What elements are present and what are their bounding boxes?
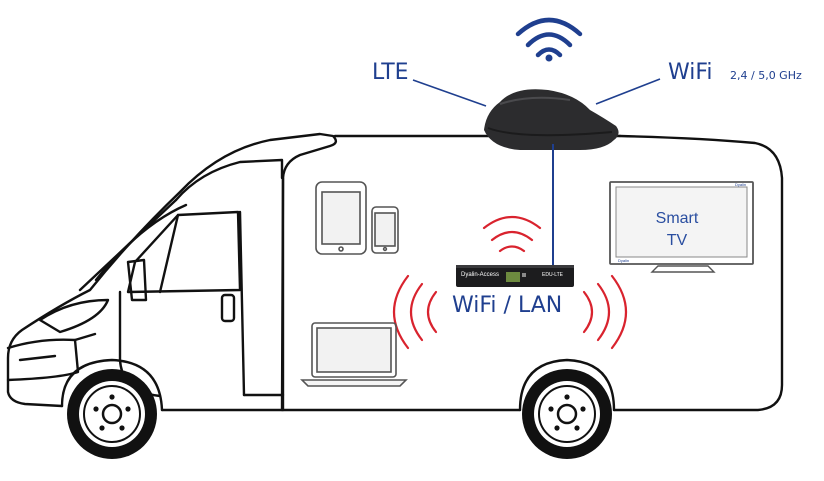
smart-tv-label-line2: TV <box>667 232 688 249</box>
tv-brand-top: Dyalin <box>735 182 746 187</box>
tv-brand-bottom: Dyalin <box>618 258 629 263</box>
rear-wheel <box>522 369 612 459</box>
lte-connector-line <box>412 79 487 107</box>
wifi-lan-label: WiFi / LAN <box>452 293 562 318</box>
wifi-bands-label: 2,4 / 5,0 GHz <box>730 69 802 82</box>
smartphone-icon <box>371 206 399 254</box>
lte-label: LTE <box>372 60 409 85</box>
router-brand-left: Dyalin-Access <box>461 272 499 278</box>
wifi-label: WiFi <box>668 60 713 85</box>
smart-tv-label-line1: Smart <box>656 210 699 227</box>
wifi-signal-icon <box>515 17 583 62</box>
roof-antenna-icon <box>484 89 619 150</box>
smart-tv-icon: Dyalin Dyalin <box>609 181 754 273</box>
laptop-icon <box>300 322 408 387</box>
wifi-waves-icon <box>392 216 628 350</box>
router-icon: Dyalin-Access EDU-LTE <box>456 265 574 287</box>
front-wheel <box>67 369 157 459</box>
wifi-connector-line <box>595 78 661 105</box>
router-brand-right: EDU-LTE <box>542 272 564 278</box>
camper-van-outline <box>6 132 784 412</box>
tablet-icon <box>315 181 367 255</box>
